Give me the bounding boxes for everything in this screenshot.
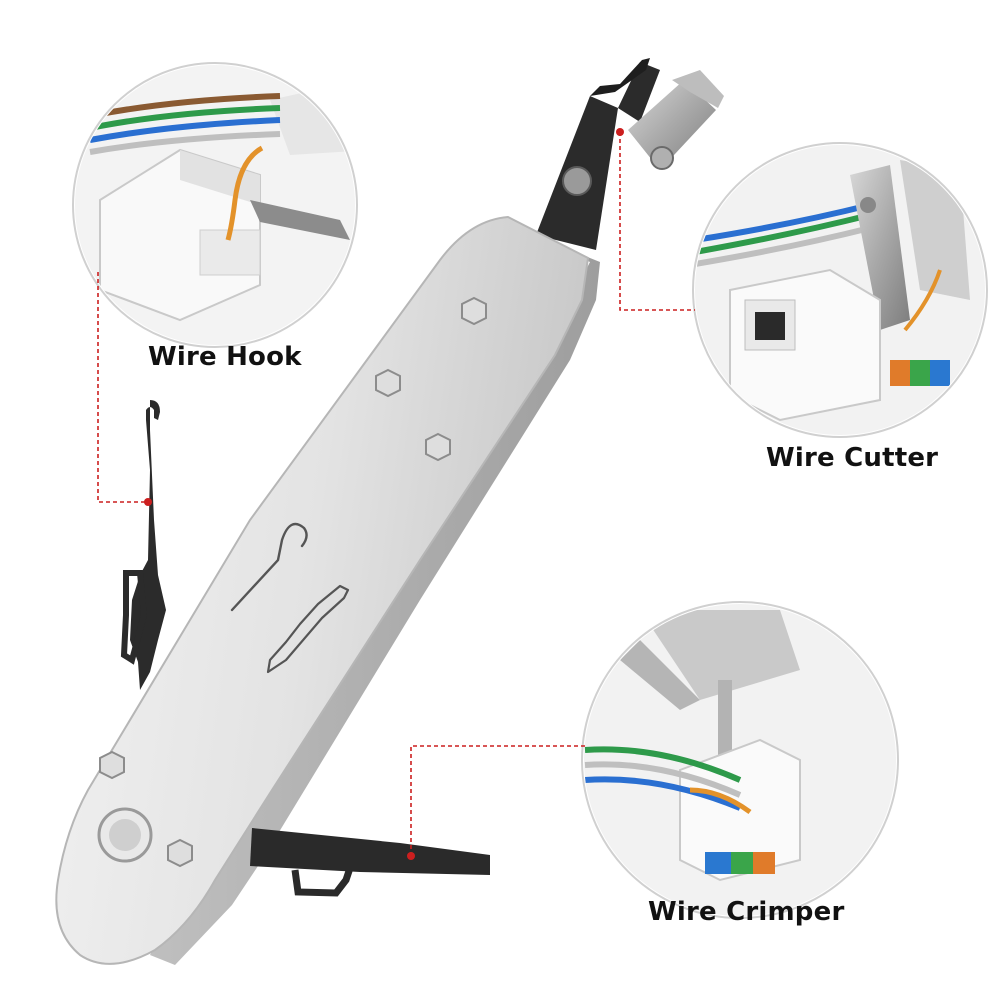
wire-hook-detail-photo — [72, 62, 358, 348]
wire-crimper-detail-photo — [581, 601, 899, 919]
cutter-blade-icon — [536, 58, 724, 250]
wire-cutter-pointer — [619, 132, 695, 311]
wire-crimper-pointer-dot — [407, 852, 415, 860]
wire-hook-pointer-dot — [144, 498, 152, 506]
wire-cutter-pointer-dot — [616, 128, 624, 136]
crimper-blade-icon — [250, 828, 490, 897]
hook-icon — [120, 400, 166, 690]
wire-crimper-label: Wire Crimper — [648, 897, 845, 927]
wire-cutter-detail-photo — [692, 142, 988, 438]
wire-cutter-label: Wire Cutter — [766, 443, 939, 473]
punch-down-tool — [55, 58, 724, 965]
wire-hook-label: Wire Hook — [148, 342, 302, 372]
wire-crimper-pointer — [410, 745, 585, 856]
